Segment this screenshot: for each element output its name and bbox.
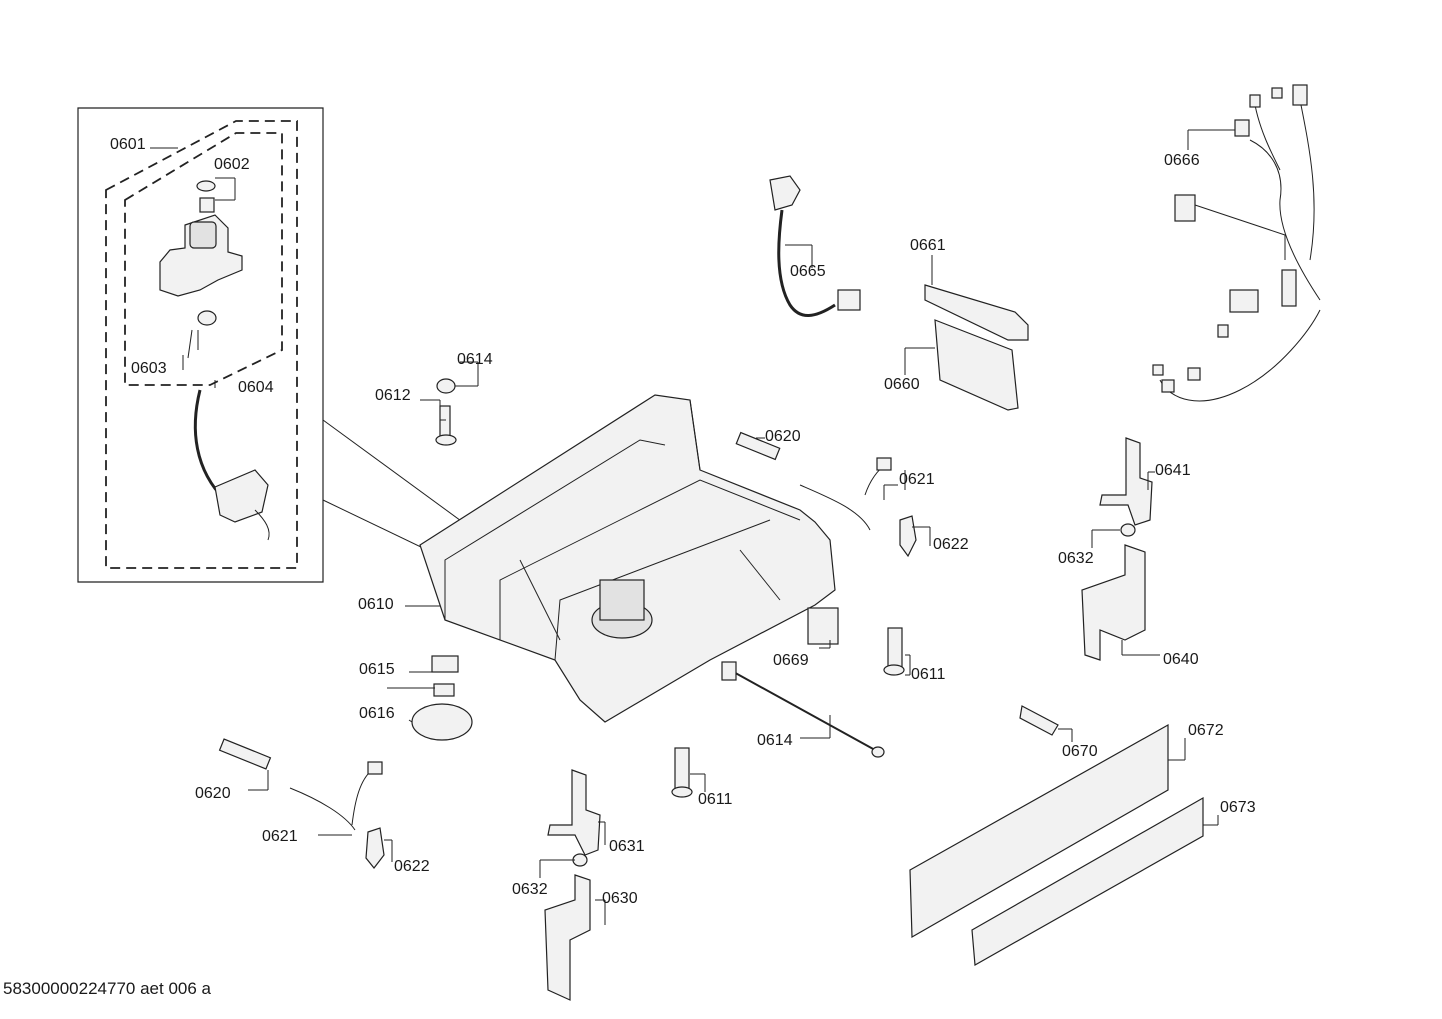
leader-lines [150,129,1235,925]
label-0611-bottom: 0611 [698,791,733,808]
label-0670: 0670 [1062,743,1098,760]
label-0661: 0661 [910,237,946,254]
label-0602: 0602 [214,156,250,173]
label-0630: 0630 [602,890,638,907]
label-0620-top: 0620 [765,428,801,445]
upper-parts[interactable] [769,84,1321,411]
drawing-number: 58300000224770 aet 006 a [3,979,211,998]
part-labels: 0601 0602 0603 0604 0612 0614 0610 0615 … [110,136,1256,907]
label-0604: 0604 [238,379,274,396]
label-0612: 0612 [375,387,411,404]
label-0669: 0669 [773,652,809,669]
label-0620-bottom: 0620 [195,785,231,802]
label-0614-bottom: 0614 [757,732,793,749]
label-0632-bottom: 0632 [512,881,548,898]
label-0660: 0660 [884,376,920,393]
front-panels[interactable] [909,705,1204,966]
hinge-brackets[interactable] [544,437,1153,1001]
label-0622-bottom: 0622 [394,858,430,875]
label-0621-top: 0621 [899,471,935,488]
label-0621-bottom: 0621 [262,828,298,845]
label-0641: 0641 [1155,462,1191,479]
label-0616: 0616 [359,705,395,722]
label-0615: 0615 [359,661,395,678]
label-0611-right: 0611 [911,666,946,683]
valve-assembly[interactable] [159,180,270,541]
label-0603: 0603 [131,360,167,377]
label-0622-top: 0622 [933,536,969,553]
label-0631: 0631 [609,838,645,855]
label-0666: 0666 [1164,152,1200,169]
detail-inset [77,107,536,586]
label-0601: 0601 [110,136,146,153]
label-0665: 0665 [790,263,826,280]
label-0614-top: 0614 [457,351,493,368]
label-0632-right: 0632 [1058,550,1094,567]
label-0640: 0640 [1163,651,1199,668]
label-0610: 0610 [358,596,394,613]
small-parts[interactable] [218,378,917,869]
label-0672: 0672 [1188,722,1224,739]
base-tub[interactable] [419,394,836,723]
label-0673: 0673 [1220,799,1256,816]
